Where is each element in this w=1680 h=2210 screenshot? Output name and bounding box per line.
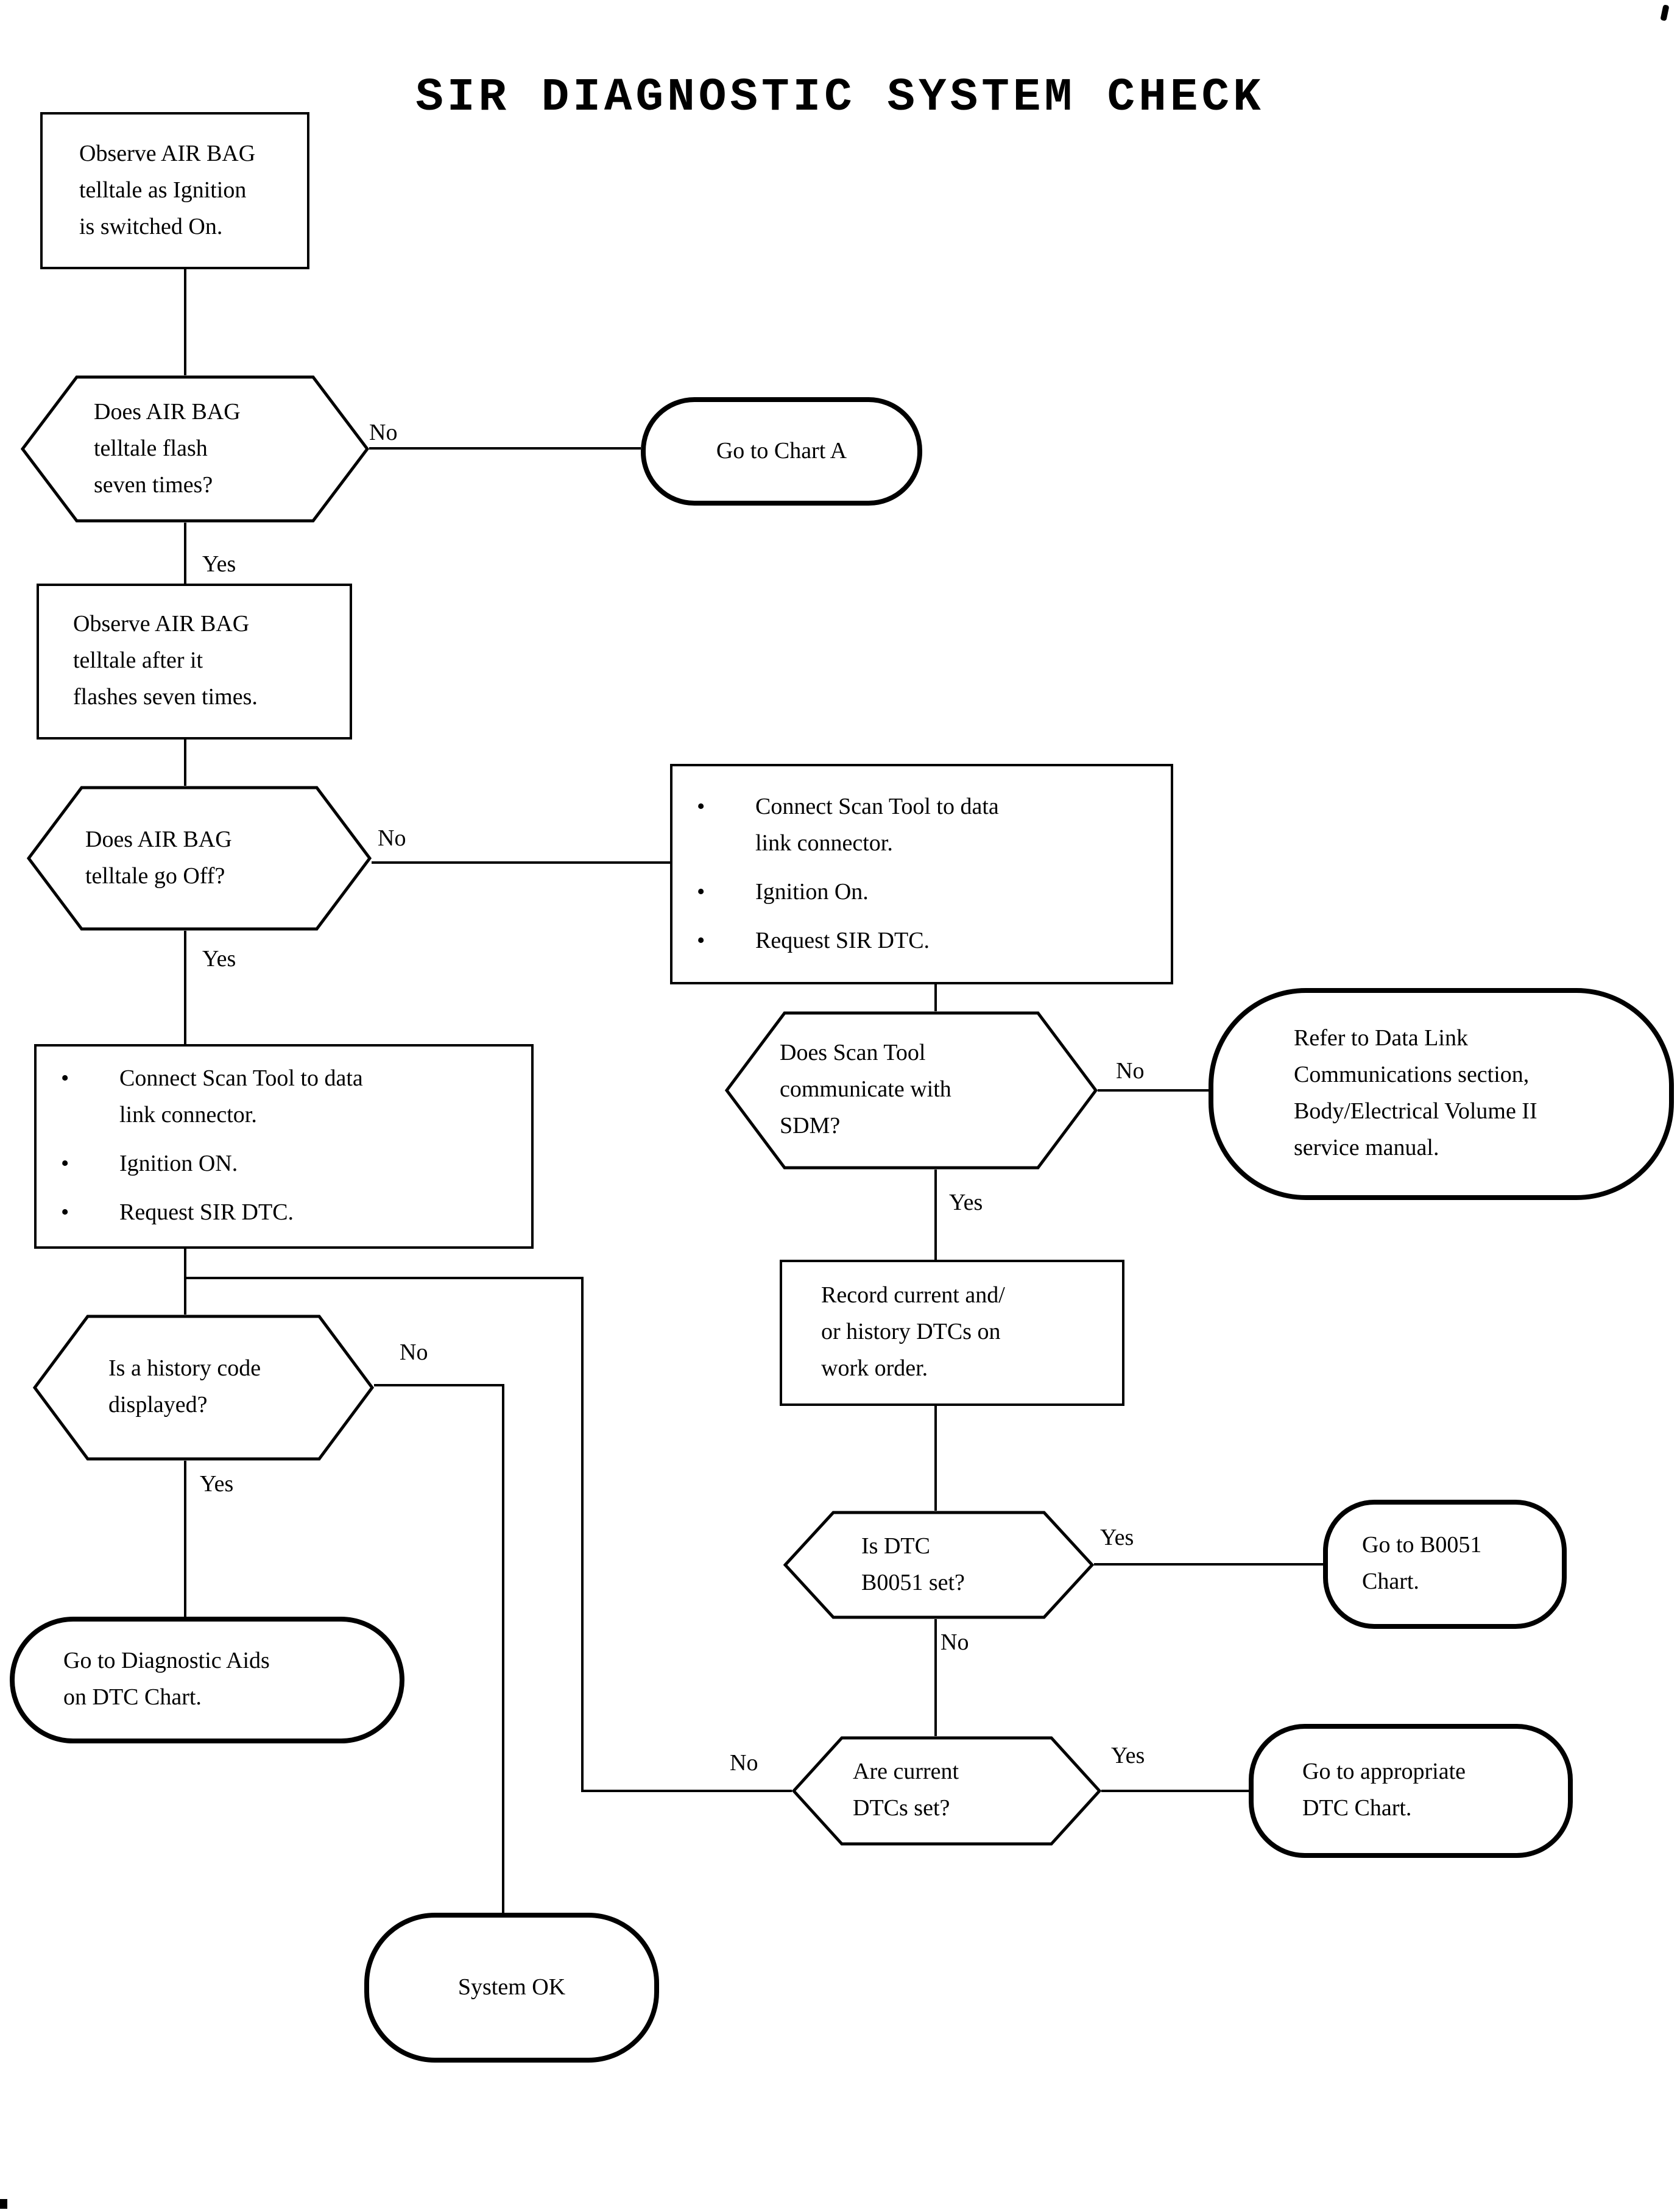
node-text: Refer to Data Link Communications sectio… [1294, 1026, 1537, 1161]
node-text: Does AIR BAG telltale flash seven times? [94, 399, 241, 498]
edge-label-yes: Yes [200, 1472, 234, 1497]
bullet-item: • Request SIR DTC. [44, 1195, 524, 1232]
edge-label-yes: Yes [1111, 1743, 1145, 1769]
flow-decision-current-dtcs-set: Are current DTCs set? [792, 1736, 1101, 1846]
edge-label-no: No [1116, 1059, 1145, 1084]
connector-line [184, 740, 186, 786]
connector-line [581, 1790, 792, 1792]
connector-line [184, 1249, 186, 1315]
bullet-item: • Ignition On. [680, 874, 1163, 911]
node-text: Request SIR DTC. [119, 1200, 294, 1226]
node-text: System OK [457, 1974, 566, 2000]
connector-line [184, 931, 186, 1044]
bullet-item: • Ignition ON. [44, 1146, 524, 1183]
edge-label-no: No [730, 1751, 758, 1776]
hexagon-outline [725, 1011, 1098, 1170]
flow-terminal-go-to-b0051-chart: Go to B0051 Chart. [1323, 1500, 1567, 1629]
edge-label-no: No [941, 1630, 969, 1656]
page-title: SIR DIAGNOSTIC SYSTEM CHECK [415, 72, 1265, 125]
flow-terminal-go-to-chart-a: Go to Chart A [641, 397, 922, 506]
flow-terminal-refer-data-link: Refer to Data Link Communications sectio… [1209, 988, 1674, 1200]
flow-process-observe-after-flashes: Observe AIR BAG telltale after it flashe… [37, 584, 352, 740]
flow-process-observe-ignition: Observe AIR BAG telltale as Ignition is … [40, 112, 309, 269]
hexagon-outline [792, 1736, 1101, 1846]
bullet-item: • Request SIR DTC. [680, 923, 1163, 959]
flow-terminal-go-to-appropriate-dtc-chart: Go to appropriate DTC Chart. [1249, 1724, 1573, 1858]
edge-label-no: No [400, 1340, 428, 1366]
connector-line [1094, 1563, 1323, 1566]
flow-process-connect-scan-tool-right: • Connect Scan Tool to data link connect… [670, 764, 1173, 984]
flow-process-connect-scan-tool-left: • Connect Scan Tool to data link connect… [34, 1044, 534, 1249]
edge-label-yes: Yes [202, 947, 236, 972]
bullet-icon: • [697, 794, 705, 819]
connector-line [184, 523, 186, 584]
bullet-icon: • [697, 879, 705, 905]
flow-terminal-system-ok: System OK [364, 1913, 659, 2063]
node-text: Ignition ON. [119, 1151, 238, 1177]
node-text: Does AIR BAG telltale go Off? [85, 827, 232, 889]
flow-decision-dtc-b0051-set: Is DTC B0051 set? [783, 1511, 1094, 1619]
node-text: Are current DTCs set? [853, 1759, 959, 1821]
bullet-icon: • [61, 1066, 69, 1092]
connector-line [934, 1170, 937, 1260]
hexagon-outline [27, 786, 372, 931]
node-text: Connect Scan Tool to data link connector… [119, 1066, 363, 1128]
flow-decision-history-code-displayed: Is a history code displayed? [33, 1315, 374, 1461]
bullet-icon: • [61, 1151, 69, 1177]
connector-line [372, 861, 670, 864]
flow-process-record-dtcs: Record current and/ or history DTCs on w… [780, 1260, 1124, 1406]
connector-line [184, 1277, 584, 1279]
flow-decision-telltale-flash-seven: Does AIR BAG telltale flash seven times? [21, 375, 369, 523]
connector-line [934, 1619, 937, 1736]
bullet-icon: • [697, 928, 705, 953]
node-text: Observe AIR BAG telltale as Ignition is … [79, 141, 256, 239]
connector-line [374, 1384, 504, 1386]
connector-line [1098, 1089, 1209, 1092]
scan-artifact [0, 2199, 7, 2209]
hexagon-outline [783, 1511, 1094, 1619]
node-text: Observe AIR BAG telltale after it flashe… [73, 612, 258, 710]
edge-label-yes: Yes [1100, 1525, 1134, 1551]
node-text: Connect Scan Tool to data link connector… [755, 794, 999, 856]
node-text: Go to Diagnostic Aids on DTC Chart. [63, 1648, 270, 1710]
bullet-item: • Connect Scan Tool to data link connect… [44, 1061, 524, 1134]
node-text: Is a history code displayed? [108, 1356, 261, 1418]
connector-line [184, 1461, 186, 1617]
connector-line [184, 269, 186, 375]
node-text: Does Scan Tool communicate with SDM? [780, 1040, 951, 1139]
flow-decision-telltale-go-off: Does AIR BAG telltale go Off? [27, 786, 372, 931]
node-text: Go to appropriate DTC Chart. [1302, 1759, 1466, 1821]
connector-line [581, 1277, 584, 1791]
edge-label-no: No [369, 420, 398, 446]
edge-label-yes: Yes [202, 552, 236, 577]
connector-line [934, 984, 937, 1011]
flow-terminal-go-to-diagnostic-aids: Go to Diagnostic Aids on DTC Chart. [10, 1617, 404, 1743]
scan-artifact [1660, 4, 1670, 21]
connector-line [1101, 1790, 1249, 1792]
connector-line [934, 1406, 937, 1511]
edge-label-no: No [378, 826, 406, 852]
node-text: Ignition On. [755, 879, 869, 905]
connector-line [502, 1384, 504, 1913]
connector-line [369, 447, 641, 450]
node-text: Go to B0051 Chart. [1362, 1533, 1482, 1595]
node-text: Go to Chart A [716, 438, 847, 464]
flow-decision-scan-tool-communicate-sdm: Does Scan Tool communicate with SDM? [725, 1011, 1098, 1170]
node-text: Is DTC B0051 set? [861, 1533, 965, 1595]
bullet-icon: • [61, 1200, 69, 1226]
hexagon-outline [21, 375, 369, 523]
hexagon-outline [33, 1315, 374, 1461]
node-text: Request SIR DTC. [755, 928, 930, 953]
edge-label-yes: Yes [949, 1190, 983, 1216]
node-text: Record current and/ or history DTCs on w… [821, 1283, 1005, 1382]
bullet-item: • Connect Scan Tool to data link connect… [680, 789, 1163, 862]
